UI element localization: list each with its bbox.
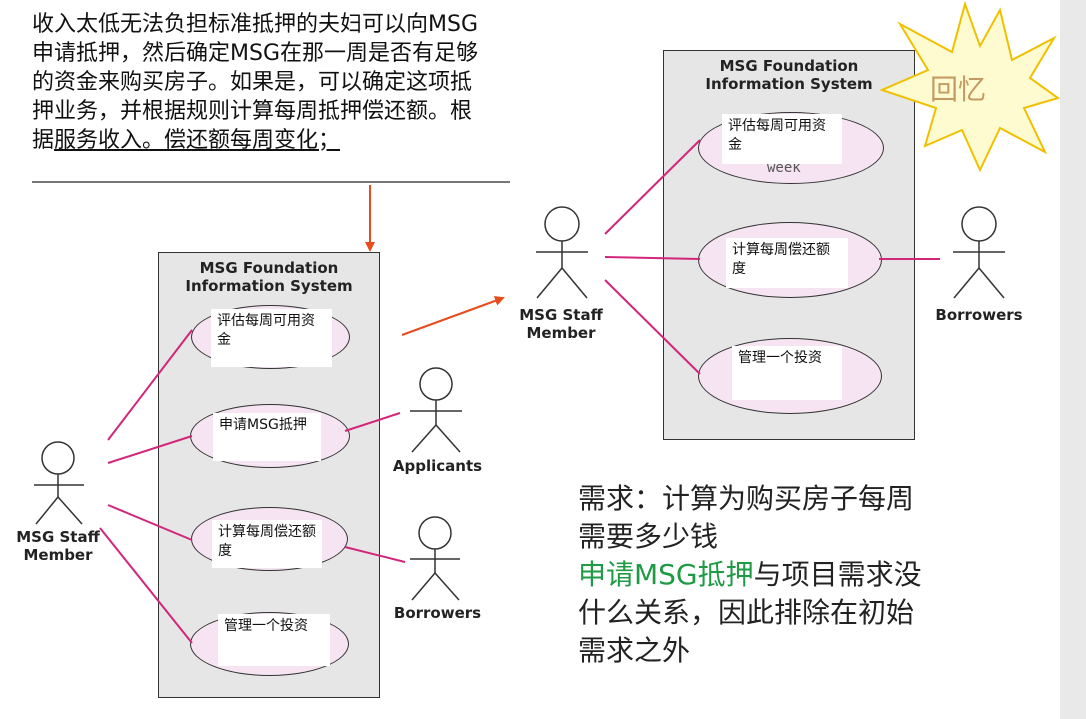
right-system-title-line-1: MSG Foundation <box>719 57 859 75</box>
left-actor-staff-line-1: MSG Staff <box>16 528 100 546</box>
arrow-left-to-right-diagram <box>401 296 505 336</box>
left-line-staff-evaluate <box>107 329 193 441</box>
requirement-line-3: 申请MSG抵押与项目需求没 <box>578 556 1018 594</box>
right-actor-staff-line-1: MSG Staff <box>519 306 603 324</box>
left-system-title-line-1: MSG Foundation <box>199 259 339 277</box>
right-line-staff-compute <box>604 256 701 260</box>
left-line-applicants-apply <box>344 412 401 432</box>
diagram-connectors <box>34 0 1060 644</box>
left-system-title: MSG Foundation Information System <box>159 259 379 295</box>
intro-paragraph: 收入太低无法负担标准抵押的夫妇可以向MSG 申请抵押，然后确定MSG在那一周是否… <box>32 10 622 155</box>
left-usecase-compute-repayment-label: 计算每周偿还额度 <box>212 520 322 568</box>
right-actor-staff-line-2: Member <box>526 324 596 342</box>
intro-line-1: 收入太低无法负担标准抵押的夫妇可以向MSG <box>32 12 478 37</box>
left-actor-borrowers-figure <box>410 516 460 601</box>
requirement-line-1: 需求：计算为购买房子每周 <box>578 482 915 515</box>
left-usecase-manage-investment-label: 管理一个投资 <box>218 614 330 666</box>
intro-line-5-prefix: 据 <box>32 128 55 153</box>
left-line-staff-compute <box>107 504 193 541</box>
right-actor-borrowers-name: Borrowers <box>935 306 1023 324</box>
requirement-line-3-highlight: 申请MSG抵押 <box>578 558 754 591</box>
right-usecase-evaluate-funds-label: 评估每周可用资金 <box>722 114 842 164</box>
right-usecase-evaluate-funds-ghost-text: week <box>767 160 801 176</box>
intro-line-4: 押业务，并根据规则计算每周抵押偿还额。根 <box>32 99 473 124</box>
left-actor-staff-name: MSG Staff Member <box>8 528 108 564</box>
memory-starburst <box>879 0 1060 173</box>
requirement-line-2: 需要多少钱 <box>578 520 719 553</box>
intro-divider <box>32 181 510 183</box>
right-system-title: MSG Foundation Information System <box>664 57 914 93</box>
right-actor-staff-figure <box>536 206 588 299</box>
slide: 收入太低无法负担标准抵押的夫妇可以向MSG 申请抵押，然后确定MSG在那一周是否… <box>0 0 1060 719</box>
left-line-staff-manage <box>99 527 193 644</box>
left-actor-borrowers-name: Borrowers <box>393 604 482 622</box>
intro-line-3: 的资金来购买房子。如果是，可以确定这项抵 <box>32 70 473 95</box>
requirement-line-3-rest: 与项目需求没 <box>753 558 922 591</box>
left-actor-staff-line-2: Member <box>23 546 93 564</box>
requirement-line-4: 什么关系，因此排除在初始 <box>578 596 915 629</box>
left-line-staff-apply <box>107 435 193 464</box>
left-actor-applicants-name: Applicants <box>392 457 483 475</box>
right-association-lines <box>604 139 940 375</box>
left-usecase-evaluate-funds-label: 评估每周可用资金 <box>211 309 332 367</box>
right-usecase-manage-investment-label: 管理一个投资 <box>732 346 842 400</box>
right-line-staff-manage <box>604 279 701 375</box>
intro-line-5: 据服务收入。偿还额每周变化； <box>32 126 622 155</box>
right-line-staff-evaluate <box>604 139 701 235</box>
intro-line-2: 申请抵押，然后确定MSG在那一周是否有足够 <box>32 41 478 66</box>
left-association-lines <box>99 329 406 644</box>
left-usecase-apply-mortgage-label: 申请MSG抵押 <box>213 413 321 461</box>
left-system-title-line-2: Information System <box>185 277 353 295</box>
requirement-text: 需求：计算为购买房子每周 需要多少钱 申请MSG抵押与项目需求没 什么关系，因此… <box>578 480 1018 670</box>
right-actor-staff-name: MSG Staff Member <box>505 306 617 342</box>
memory-badge-label: 回忆 <box>930 73 987 106</box>
left-actor-staff-figure <box>34 441 84 525</box>
right-system-title-line-2: Information System <box>705 75 873 93</box>
intro-line-5-underlined: 服务收入。偿还额每周变化； <box>54 128 341 153</box>
left-line-borrowers-compute <box>344 546 406 563</box>
right-usecase-compute-repayment-label: 计算每周偿还额度 <box>726 238 848 288</box>
requirement-line-5: 需求之外 <box>578 634 691 667</box>
left-actor-applicants-figure <box>410 367 462 453</box>
right-actor-borrowers-figure <box>953 206 1005 299</box>
